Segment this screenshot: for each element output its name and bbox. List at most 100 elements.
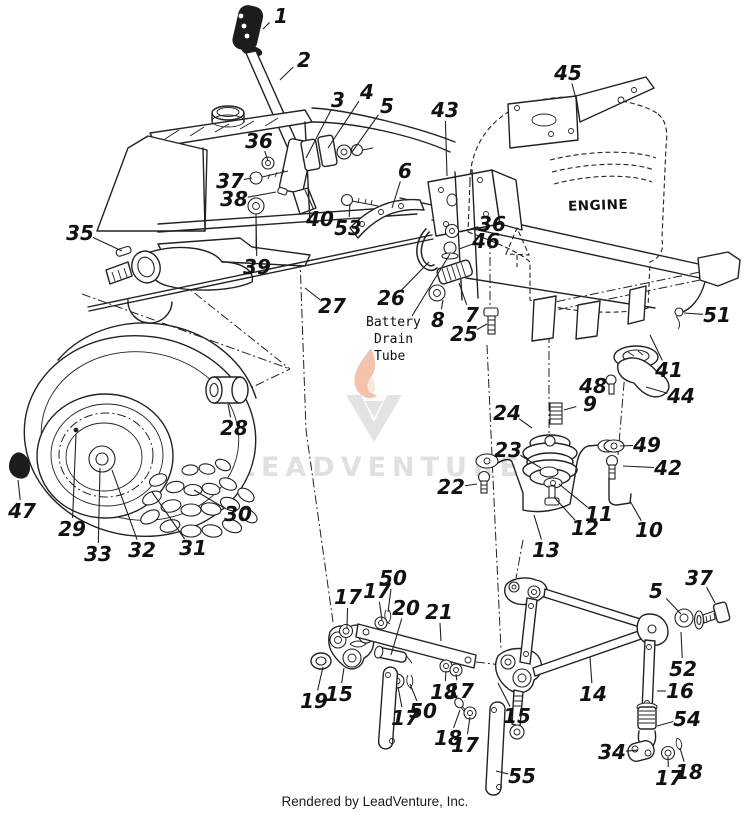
leader-line-36 [459, 226, 479, 233]
leader-line-23 [520, 454, 542, 469]
leader-line-17 [455, 673, 458, 681]
part-callout-46: 46 [471, 229, 500, 253]
leader-line-37 [706, 587, 716, 604]
part-callout-4: 4 [359, 80, 374, 104]
part-callout-22: 22 [437, 475, 465, 499]
leader-line-50 [387, 588, 392, 613]
part-callout-24: 24 [493, 401, 521, 425]
leader-line-9 [563, 405, 577, 411]
part-callout-43: 43 [430, 98, 459, 122]
leader-line-17 [466, 716, 471, 735]
part-callout-40: 40 [305, 207, 334, 231]
part-callout-12: 12 [571, 516, 599, 540]
fuel-cap [211, 105, 245, 128]
part-callout-21: 21 [425, 600, 453, 624]
engine-label: ENGINE [568, 197, 629, 215]
footer-credit: Rendered by LeadVenture, Inc. [281, 794, 469, 809]
leader-line-22 [464, 483, 478, 487]
leader-line-1 [262, 22, 271, 30]
part-callout-2: 2 [297, 48, 311, 72]
leader-line-2 [279, 66, 294, 81]
leader-line-17 [378, 601, 383, 621]
part-callout-47: 47 [7, 499, 36, 523]
part-callout-53: 53 [334, 216, 362, 240]
leader-line-29 [72, 433, 77, 519]
part-callout-7: 7 [465, 303, 479, 327]
part-callout-37: 37 [216, 169, 244, 193]
leader-line-41 [649, 334, 663, 361]
muffler-guard [605, 345, 670, 398]
part-callout-5: 5 [649, 579, 663, 603]
leader-line-34 [625, 749, 639, 752]
part-callout-52: 52 [669, 657, 697, 681]
part-callout-44: 44 [666, 384, 695, 408]
flame-inner [367, 377, 376, 394]
engine-bracket-45 [507, 76, 655, 149]
leader-line-28 [227, 403, 232, 418]
part-callout-18: 18 [430, 680, 458, 704]
leader-line-14 [589, 656, 593, 684]
leader-line-19 [317, 666, 324, 691]
leader-line-50 [409, 683, 418, 702]
tire-tread [140, 458, 258, 538]
part-callout-37: 37 [685, 566, 713, 590]
part-callout-50: 50 [379, 566, 407, 590]
part-callout-41: 41 [654, 358, 683, 382]
leader-line-6 [391, 181, 401, 209]
part-callout-50: 50 [409, 699, 437, 723]
part-callout-35: 35 [66, 221, 94, 245]
part-callout-17: 17 [446, 679, 474, 703]
leader-line-53 [348, 203, 351, 218]
leader-line-38 [247, 191, 277, 198]
part-callout-18: 18 [675, 760, 703, 784]
part-callout-16: 16 [666, 679, 694, 703]
battery-note: Battery Drain Tube [366, 315, 429, 364]
part-callout-17: 17 [334, 585, 362, 609]
part-callout-8: 8 [431, 308, 445, 332]
leader-line-21 [439, 622, 442, 642]
part-callout-9: 9 [583, 392, 597, 416]
leader-line-51 [683, 312, 704, 315]
leader-line-49 [619, 444, 634, 447]
part-callout-11: 11 [585, 502, 613, 526]
part-callout-29: 29 [58, 517, 86, 541]
leader-line-32 [111, 469, 138, 540]
leader-line-15 [497, 682, 511, 707]
flame-icon [354, 348, 377, 399]
leader-line-47 [17, 479, 21, 501]
part-callout-14: 14 [579, 682, 607, 706]
leader-line-4 [327, 100, 360, 149]
battery-drain-parts [87, 223, 530, 335]
part-callout-3: 3 [331, 88, 345, 112]
leadventure-logo: LEADVENTURE [238, 348, 518, 483]
part-callout-13: 13 [532, 538, 560, 562]
part-callout-55: 55 [508, 764, 536, 788]
part-callout-51: 51 [703, 303, 731, 327]
part-callout-45: 45 [553, 61, 582, 85]
leader-line-24 [518, 418, 533, 429]
upper-fasteners [115, 134, 374, 257]
part-callout-17: 17 [363, 579, 391, 603]
leader-line-33 [97, 467, 101, 544]
part-callout-25: 25 [450, 322, 478, 346]
leader-line-55 [495, 770, 509, 775]
part-callout-5: 5 [380, 94, 394, 118]
leader-line-48 [606, 382, 609, 385]
lift-linkage-right [504, 577, 731, 762]
part-callout-19: 19 [300, 689, 328, 713]
hub-cap [9, 452, 30, 479]
leader-line-52 [680, 631, 683, 659]
part-callout-1: 1 [274, 4, 288, 28]
part-callout-30: 30 [224, 502, 252, 526]
lever-lower-arm [292, 187, 317, 215]
leader-line-17 [397, 686, 403, 708]
leader-line-43 [444, 120, 448, 177]
part-callout-17: 17 [451, 733, 479, 757]
part-callout-10: 10 [635, 518, 663, 542]
leader-line-13 [533, 514, 542, 540]
part-callout-49: 49 [632, 433, 661, 457]
leader-line-36 [264, 150, 269, 162]
part-callout-23: 23 [494, 438, 522, 462]
